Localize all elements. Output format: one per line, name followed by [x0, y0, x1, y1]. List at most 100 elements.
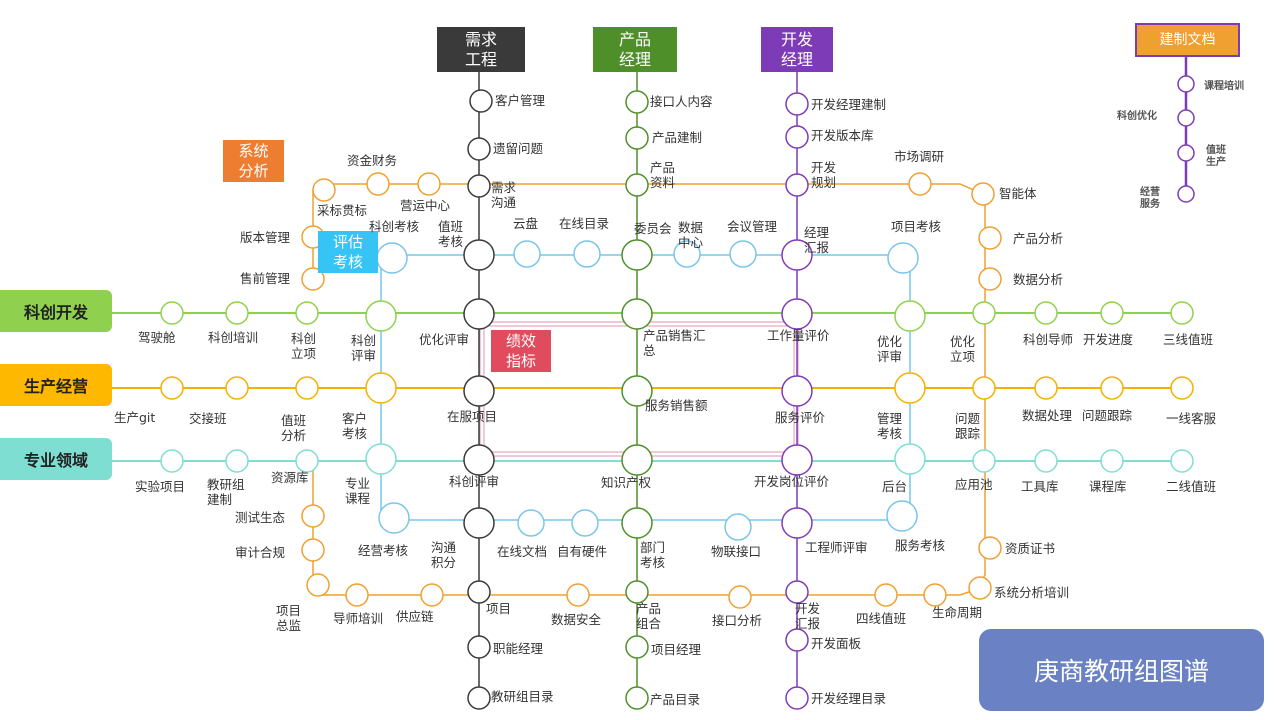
station-81: [1170, 376, 1194, 400]
station-61: [571, 509, 599, 537]
station-26: [781, 298, 813, 330]
station-label-syxm: 实验项目: [135, 479, 186, 494]
diagram-title: 庚商教研组图谱: [979, 629, 1264, 711]
box-evaluation-label: 评估 考核: [332, 233, 363, 271]
station-28: [781, 444, 813, 476]
station-label-xm: 项目: [486, 601, 512, 616]
station-69: [972, 301, 996, 325]
station-label-xqgt: 需求 沟通: [491, 180, 517, 210]
line-tag-production-label: 生产经营: [23, 377, 88, 396]
station-76: [365, 372, 397, 404]
station-21: [625, 686, 649, 710]
station-8: [467, 580, 491, 604]
station-14: [621, 239, 653, 271]
station-label-sjfx: 数据分析: [1013, 272, 1064, 287]
station-68: [894, 300, 926, 332]
station-label-ht: 后台: [882, 479, 908, 494]
box-performance-label: 绩效 指标: [505, 332, 536, 370]
station-label-jyzml: 教研组目录: [491, 689, 554, 704]
station-label-jkrnr: 接口人内容: [650, 94, 713, 109]
station-83: [225, 449, 249, 473]
station-53: [376, 242, 408, 274]
station-82: [160, 449, 184, 473]
station-label-kfmb: 开发面板: [811, 636, 862, 651]
station-57: [729, 240, 757, 268]
station-label-yxkf: 一线客服: [1166, 411, 1217, 426]
station-86: [894, 443, 926, 475]
legend-item-duty: 值班 生产: [1206, 145, 1226, 168]
station-7: [463, 507, 495, 539]
station-label-kcps2: 科创评审: [449, 474, 500, 489]
station-3: [463, 239, 495, 271]
station-46: [420, 583, 444, 607]
diagram-title-text: 庚商教研组图谱: [1033, 657, 1209, 686]
station-label-sjaq: 数据安全: [551, 612, 602, 627]
station-55: [573, 240, 601, 268]
station-label-znjl: 职能经理: [493, 641, 544, 656]
station-label-sxzb2: 四线值班: [856, 611, 907, 626]
station-label-gjk: 工具库: [1021, 479, 1059, 494]
station-label-scgit: 生产git: [114, 410, 156, 425]
station-5: [463, 375, 495, 407]
station-label-khgl: 客户管理: [495, 93, 546, 108]
station-13: [625, 173, 649, 197]
station-56: [673, 240, 701, 268]
station-label-sjzx: 数据 中心: [678, 220, 704, 250]
line-tag-innovation: 科创开发: [0, 290, 112, 332]
station-label-zykc: 专业 课程: [345, 476, 371, 506]
station-label-cpzh: 产品 组合: [636, 601, 662, 631]
station-50: [923, 583, 947, 607]
station-label-kfjlml: 开发经理目录: [811, 691, 887, 706]
legend-item-service: 经营 服务: [1140, 187, 1160, 210]
station-12: [625, 126, 649, 150]
station-22: [785, 92, 809, 116]
station-2: [467, 174, 491, 198]
station-label-cpzl: 产品 资料: [650, 160, 676, 190]
station-label-khkh: 客户 考核: [342, 411, 368, 441]
station-label-cpfx: 产品分析: [1013, 231, 1064, 246]
station-75: [295, 376, 319, 400]
station-35: [417, 172, 441, 196]
station-67: [365, 300, 397, 332]
station-label-jjb: 交接班: [189, 411, 227, 426]
legend-item-course: 课程培训: [1204, 81, 1244, 92]
station-label-yp: 云盘: [513, 216, 539, 231]
station-45: [345, 583, 369, 607]
station-label-cpml: 产品目录: [650, 692, 701, 707]
station-label-kckh: 科创考核: [369, 219, 420, 234]
station-34: [366, 172, 390, 196]
station-78: [972, 376, 996, 400]
station-label-zjcw: 资金财务: [347, 153, 398, 168]
station-label-xmjl: 项目经理: [651, 642, 702, 657]
station-29: [781, 507, 813, 539]
station-39: [978, 267, 1002, 291]
station-24: [785, 173, 809, 197]
station-label-zbkh: 值班 考核: [438, 219, 464, 249]
station-62: [724, 513, 752, 541]
station-11: [625, 90, 649, 114]
station-label-znt: 智能体: [999, 186, 1037, 201]
station-label-xtfxpx: 系统分析培训: [994, 585, 1070, 600]
station-label-yyzx: 营运中心: [400, 198, 451, 213]
station-label-sjcl: 数据处理: [1022, 408, 1073, 423]
station-label-cpjz: 产品建制: [652, 130, 703, 145]
legend-station-2: [1177, 144, 1195, 162]
station-15: [621, 298, 653, 330]
station-label-jykh: 经营考核: [358, 543, 409, 558]
station-label-bbgl: 版本管理: [240, 230, 291, 245]
station-label-xmzj: 项目 总监: [276, 603, 302, 633]
box-evaluation: 评估 考核: [318, 231, 378, 273]
station-25: [781, 239, 813, 271]
station-label-zxml: 在线目录: [559, 216, 610, 231]
station-label-wtgz2: 问题跟踪: [1082, 408, 1133, 423]
station-84: [295, 449, 319, 473]
line-tag-production: 生产经营: [0, 364, 112, 406]
box-system-analysis: 系统 分析: [223, 140, 284, 182]
station-38: [978, 226, 1002, 250]
station-label-bmkh: 部门 考核: [640, 540, 666, 570]
station-label-dspx: 导师培训: [333, 611, 384, 626]
station-85: [365, 443, 397, 475]
line-tag-innovation-label: 科创开发: [23, 303, 88, 322]
station-31: [785, 628, 809, 652]
